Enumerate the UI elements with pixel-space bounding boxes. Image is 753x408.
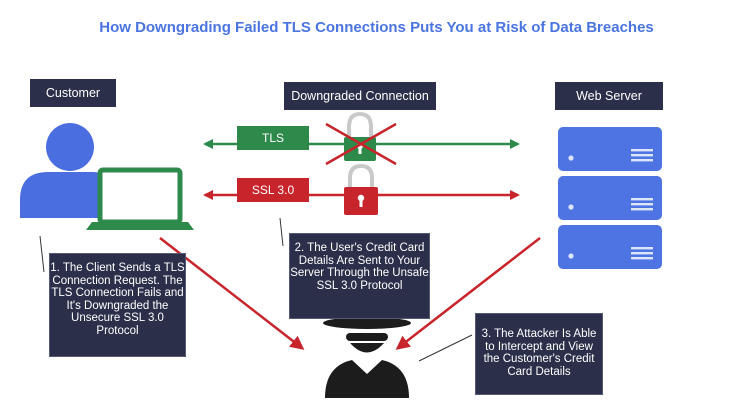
server-to-attacker-arrow — [395, 237, 541, 350]
customer-person-icon — [20, 123, 118, 218]
laptop-icon — [86, 167, 194, 230]
note2-pointer — [279, 217, 284, 247]
tls-tag: TLS — [237, 126, 309, 150]
step3-note: 3. The Attacker Is Able to Intercept and… — [475, 313, 603, 395]
step1-note: 1. The Client Sends a TLS Connection Req… — [49, 253, 186, 357]
ssl-tag: SSL 3.0 — [237, 178, 309, 202]
web-server-label: Web Server — [555, 82, 663, 110]
web-server-icon — [558, 127, 662, 269]
customer-label: Customer — [30, 79, 116, 107]
cross-out-icon — [325, 122, 397, 166]
ssl-lock-icon — [344, 163, 378, 215]
diagram-title: How Downgrading Failed TLS Connections P… — [99, 19, 654, 36]
note3-pointer — [418, 334, 473, 362]
step2-note: 2. The User's Credit Card Details Are Se… — [289, 233, 430, 319]
note1-pointer — [39, 235, 45, 273]
downgraded-connection-label: Downgraded Connection — [284, 82, 436, 110]
